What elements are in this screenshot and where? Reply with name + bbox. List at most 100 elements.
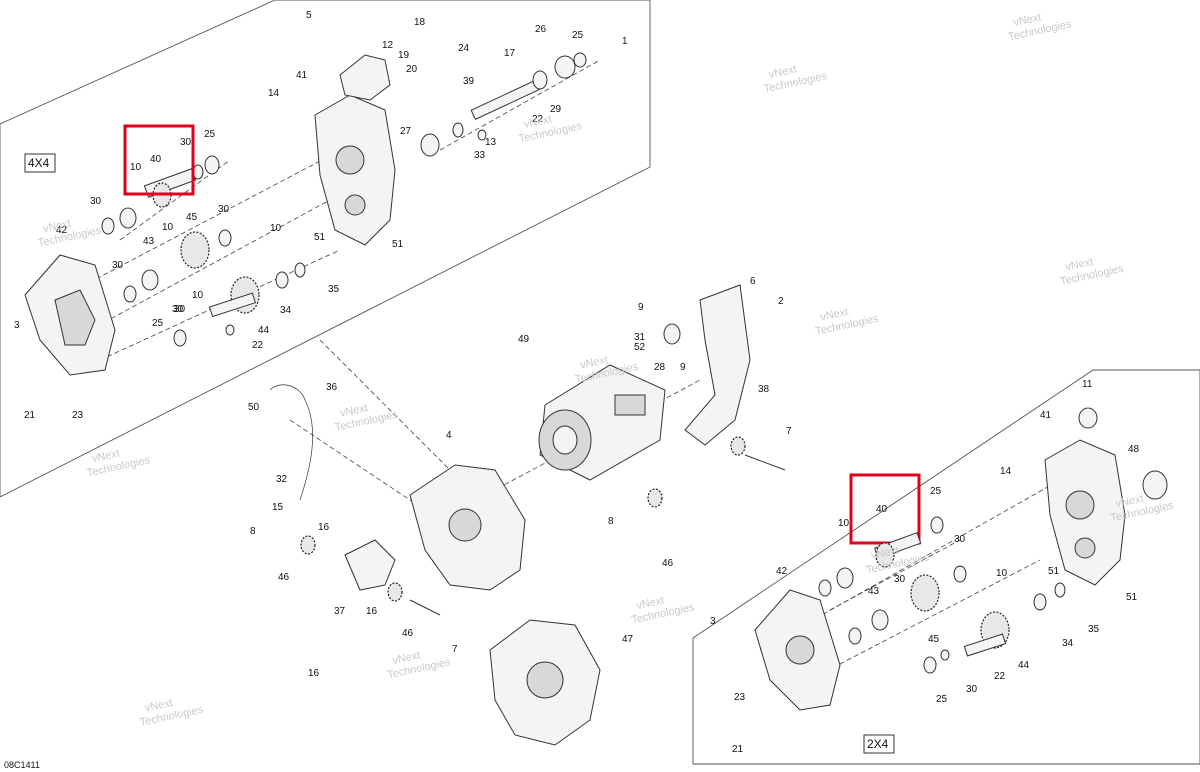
callout: 10 [192, 290, 204, 301]
callout: 10 [130, 162, 142, 173]
callout: 16 [318, 522, 330, 533]
callout: 50 [248, 402, 260, 413]
callout: 25 [152, 318, 164, 329]
callout: 12 [382, 40, 394, 51]
callout: 42 [776, 566, 788, 577]
callout: 30 [112, 260, 124, 271]
callout: 43 [868, 586, 880, 597]
watermark: vNext [42, 218, 72, 236]
callout: 52 [634, 342, 646, 353]
callout: 6 [750, 276, 756, 287]
callout: 40 [150, 154, 162, 165]
watermark: vNext [1012, 11, 1042, 29]
center-assembly [269, 284, 786, 746]
callout: 17 [504, 48, 516, 59]
callout: 4 [446, 430, 452, 441]
callout: 8 [608, 516, 614, 527]
callout: 45 [186, 212, 198, 223]
callout: 14 [268, 88, 280, 99]
callout: 13 [485, 137, 497, 148]
callout: 21 [732, 744, 744, 755]
callout: 7 [786, 426, 792, 437]
highlight-part-40-top [123, 124, 195, 196]
two-wd-tag: 2X4 [867, 737, 889, 751]
callout: 25 [204, 129, 216, 140]
callout: 51 [1048, 566, 1060, 577]
watermark: vNext [391, 649, 421, 667]
callout: 19 [398, 50, 410, 61]
callout: 43 [143, 236, 155, 247]
callout: 23 [734, 692, 746, 703]
callout: 33 [474, 150, 486, 161]
callout: 37 [334, 606, 346, 617]
callout: 42 [56, 225, 68, 236]
callout: 31 [634, 332, 646, 343]
callout: 22 [994, 671, 1006, 682]
callout: 30 [180, 137, 192, 148]
watermark: vNext [768, 63, 798, 81]
callout: 28 [654, 362, 666, 373]
callout: 23 [72, 410, 84, 421]
two-wd-tag-box [863, 734, 895, 754]
callout: 2 [778, 296, 784, 307]
callout: 30 [218, 204, 230, 215]
callout: 18 [414, 17, 426, 28]
callout: 15 [272, 502, 284, 513]
callout: 30 [894, 574, 906, 585]
two-wd-assembly [754, 407, 1168, 711]
callout: 10 [162, 222, 174, 233]
four-wd-tag-box [24, 153, 56, 173]
callouts-four-wd: 5 18 12 19 20 24 17 26 25 1 41 39 29 22 … [14, 10, 628, 421]
watermark: vNext [1064, 256, 1094, 274]
callout: 22 [532, 114, 544, 125]
watermark: vNext [144, 697, 174, 715]
callout: 20 [406, 64, 418, 75]
callout: 45 [928, 634, 940, 645]
callout: 34 [1062, 638, 1074, 649]
callout: 30 [954, 534, 966, 545]
watermark: vNext [1115, 493, 1145, 511]
callout: 35 [328, 284, 340, 295]
callout: 25 [572, 30, 584, 41]
callout: 35 [1088, 624, 1100, 635]
four-wd-frame [0, 0, 651, 498]
callout: 32 [276, 474, 288, 485]
callout: 10 [838, 518, 850, 529]
callout: 41 [1040, 410, 1052, 421]
callout: 51 [1126, 592, 1138, 603]
callout: 26 [535, 24, 547, 35]
callout: 9 [638, 302, 644, 313]
watermark: vNext [339, 402, 369, 420]
callout: 7 [452, 644, 458, 655]
callout: 44 [258, 325, 270, 336]
callout: 16 [366, 606, 378, 617]
watermark: vNext [635, 594, 665, 612]
callout: 30 [90, 196, 102, 207]
callout: 30 [174, 304, 186, 315]
callout: 51 [392, 239, 404, 250]
callout: 51 [314, 232, 326, 243]
callout: 46 [662, 558, 674, 569]
callout: 1 [622, 36, 628, 47]
watermark: vNext [579, 354, 609, 372]
callout: 5 [306, 10, 312, 21]
four-wd-tag: 4X4 [28, 156, 50, 170]
callout: 47 [622, 634, 634, 645]
callout: 11 [1082, 379, 1093, 390]
callout: 36 [326, 382, 338, 393]
callouts-center: 6 9 2 31 52 28 9 49 38 7 8 46 36 4 50 32… [248, 276, 792, 679]
watermark: vNext [91, 447, 121, 465]
callout: 3 [14, 320, 20, 331]
callouts-two-wd: 11 41 48 14 25 40 10 30 51 10 51 42 43 4… [710, 379, 1140, 755]
callout: 30 [172, 304, 184, 315]
callout: 40 [876, 504, 888, 515]
callout: 30 [966, 684, 978, 695]
callout: 49 [518, 334, 530, 345]
callout: 22 [252, 340, 264, 351]
callout: 27 [400, 126, 412, 137]
callout: 46 [402, 628, 414, 639]
callout: 44 [1018, 660, 1030, 671]
callout: 29 [550, 104, 562, 115]
callout: 24 [458, 43, 470, 54]
reference-code: 08C1411 [4, 760, 40, 770]
